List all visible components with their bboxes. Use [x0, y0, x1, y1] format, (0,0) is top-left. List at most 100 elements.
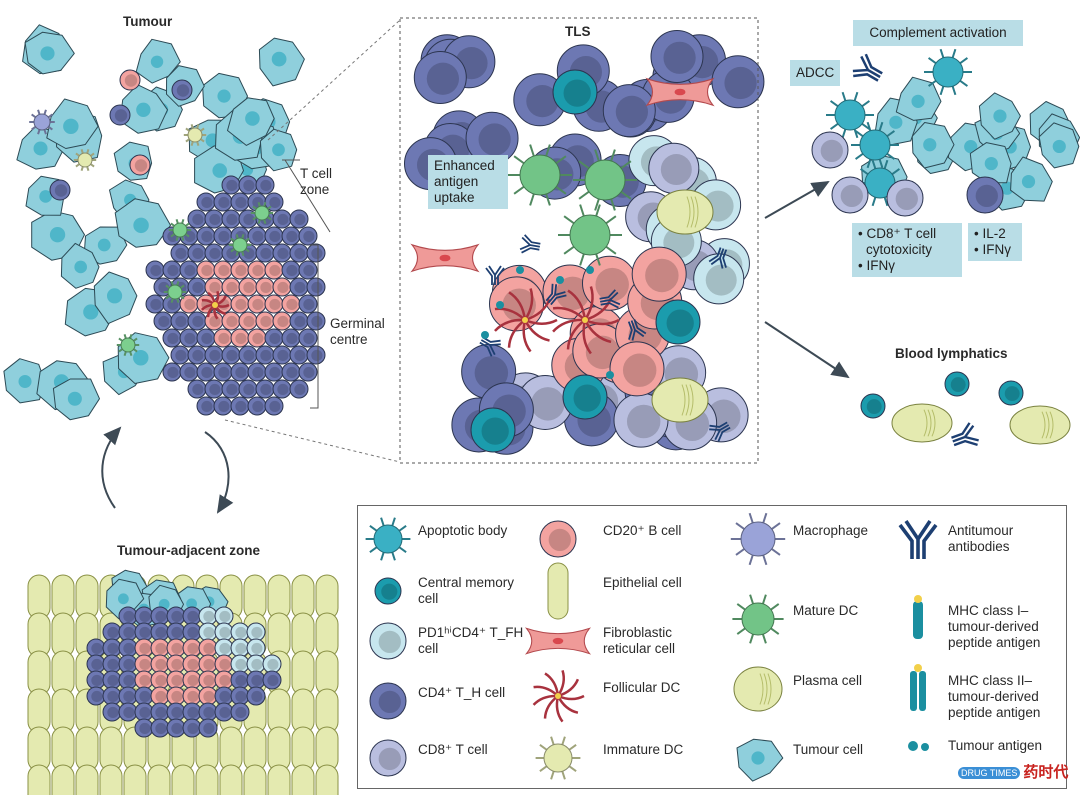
t-cell — [118, 606, 138, 626]
cd4-th-cell — [255, 379, 275, 399]
cd4-th-cell — [213, 362, 233, 382]
b-cell — [247, 328, 267, 348]
tumour-adjacent-illustration — [27, 569, 339, 795]
mature-dc — [507, 144, 572, 206]
cd4-th-cell — [187, 243, 207, 263]
t-cell — [214, 686, 234, 706]
cd4-th-cell — [238, 175, 258, 195]
enhanced-uptake-box: Enhanced antigen uptake — [428, 155, 508, 209]
plasma-cell — [656, 189, 714, 235]
b-cell — [166, 638, 186, 658]
b-cell — [247, 294, 267, 314]
cd4-th-cell — [170, 243, 190, 263]
cd4-th-cell — [711, 55, 765, 109]
cd4-th-cell — [179, 362, 199, 382]
cd4-th-cell — [602, 84, 656, 138]
t-cell — [118, 670, 138, 690]
antibody — [519, 234, 541, 254]
cd4-th-cell — [306, 243, 326, 263]
b-cell — [631, 246, 687, 302]
cd4-th-cell — [255, 345, 275, 365]
b-cell — [134, 670, 154, 690]
t-cell — [134, 718, 154, 738]
epithelial-cell — [315, 574, 339, 620]
cd4-th-cell — [170, 311, 190, 331]
t-cell — [230, 622, 250, 642]
t-cell — [230, 670, 250, 690]
fibroblastic-reticular-cell — [410, 243, 480, 273]
epithelial-cell — [75, 574, 99, 620]
cd4-th-cell — [187, 277, 207, 297]
t-cell — [102, 686, 122, 706]
b-cell — [264, 260, 284, 280]
epithelial-cell — [219, 726, 243, 772]
t-cell — [166, 622, 186, 642]
mature-dc — [557, 204, 622, 266]
b-cell — [182, 686, 202, 706]
t-cell — [198, 702, 218, 722]
cd4-th-cell — [221, 379, 241, 399]
t-cell — [246, 670, 266, 690]
follicular-dc — [494, 288, 558, 353]
epithelial-cell — [27, 612, 51, 658]
cd4-th-cell — [281, 260, 301, 280]
legend-item-fibroblastic-reticular-cell: Fibroblastic reticular cell — [603, 625, 676, 656]
b-cell — [182, 670, 202, 690]
t-cell — [102, 670, 122, 690]
t-cell — [86, 670, 106, 690]
watermark-cn: 药时代 — [1023, 764, 1069, 781]
cd4-th-cell — [179, 260, 199, 280]
cd8-line-2: cytotoxicity — [866, 242, 933, 257]
central-memory-cell — [470, 407, 516, 453]
epithelial-cell — [243, 574, 267, 620]
tumour-antigen — [496, 301, 504, 309]
cd4-th-cell — [153, 311, 173, 331]
germinal-centre-label: Germinal centre — [330, 316, 385, 347]
legend-item-follicular-dc: Follicular DC — [603, 680, 681, 695]
epithelial-cell — [171, 764, 195, 795]
t-cell — [150, 702, 170, 722]
legend-item-tumour-cell: Tumour cell — [793, 742, 864, 757]
cd4-th-cell — [49, 179, 71, 201]
legend-item-cd8-t-cell: CD8⁺ T cell — [418, 742, 488, 757]
b-cell — [272, 311, 292, 331]
epithelial-cell — [291, 726, 315, 772]
t-cell — [230, 702, 250, 722]
t-cell — [166, 702, 186, 722]
t-cell — [198, 718, 218, 738]
apoptotic-body — [923, 48, 972, 96]
t-cell — [118, 654, 138, 674]
t-cell — [214, 622, 234, 642]
cd4-th-cell — [272, 209, 292, 229]
arrow-tumour-to-adjacent — [204, 431, 234, 514]
cd4-th-cell-icon — [369, 682, 407, 720]
legend-item-apoptotic-body: Apoptotic body — [418, 523, 508, 538]
t-cell — [182, 622, 202, 642]
cd4-th-cell — [204, 379, 224, 399]
cd4-th-cell — [221, 345, 241, 365]
blood-lymphatics-title: Blood lymphatics — [895, 346, 1008, 361]
t-cell — [693, 253, 745, 305]
mhc-class-i-icon — [913, 595, 923, 639]
t-cell — [118, 686, 138, 706]
effector-illustration — [811, 48, 1080, 217]
tumour-cell — [1038, 122, 1080, 169]
tumour-cell — [119, 84, 168, 134]
t-cell — [230, 654, 250, 674]
tumour-cell — [60, 242, 100, 289]
t-cell — [102, 702, 122, 722]
cd4-th-cell — [196, 362, 216, 382]
b-cell — [281, 294, 301, 314]
b-cell — [238, 277, 258, 297]
t-cell — [166, 606, 186, 626]
b-cell — [272, 277, 292, 297]
b-cell — [182, 638, 202, 658]
mature-dc — [116, 334, 140, 356]
cd4-th-cell — [162, 362, 182, 382]
epithelial-cell — [51, 688, 75, 734]
immature-dc-icon — [535, 736, 581, 780]
t-cell — [262, 670, 282, 690]
b-cell — [179, 294, 199, 314]
cd4-th-cell — [187, 209, 207, 229]
